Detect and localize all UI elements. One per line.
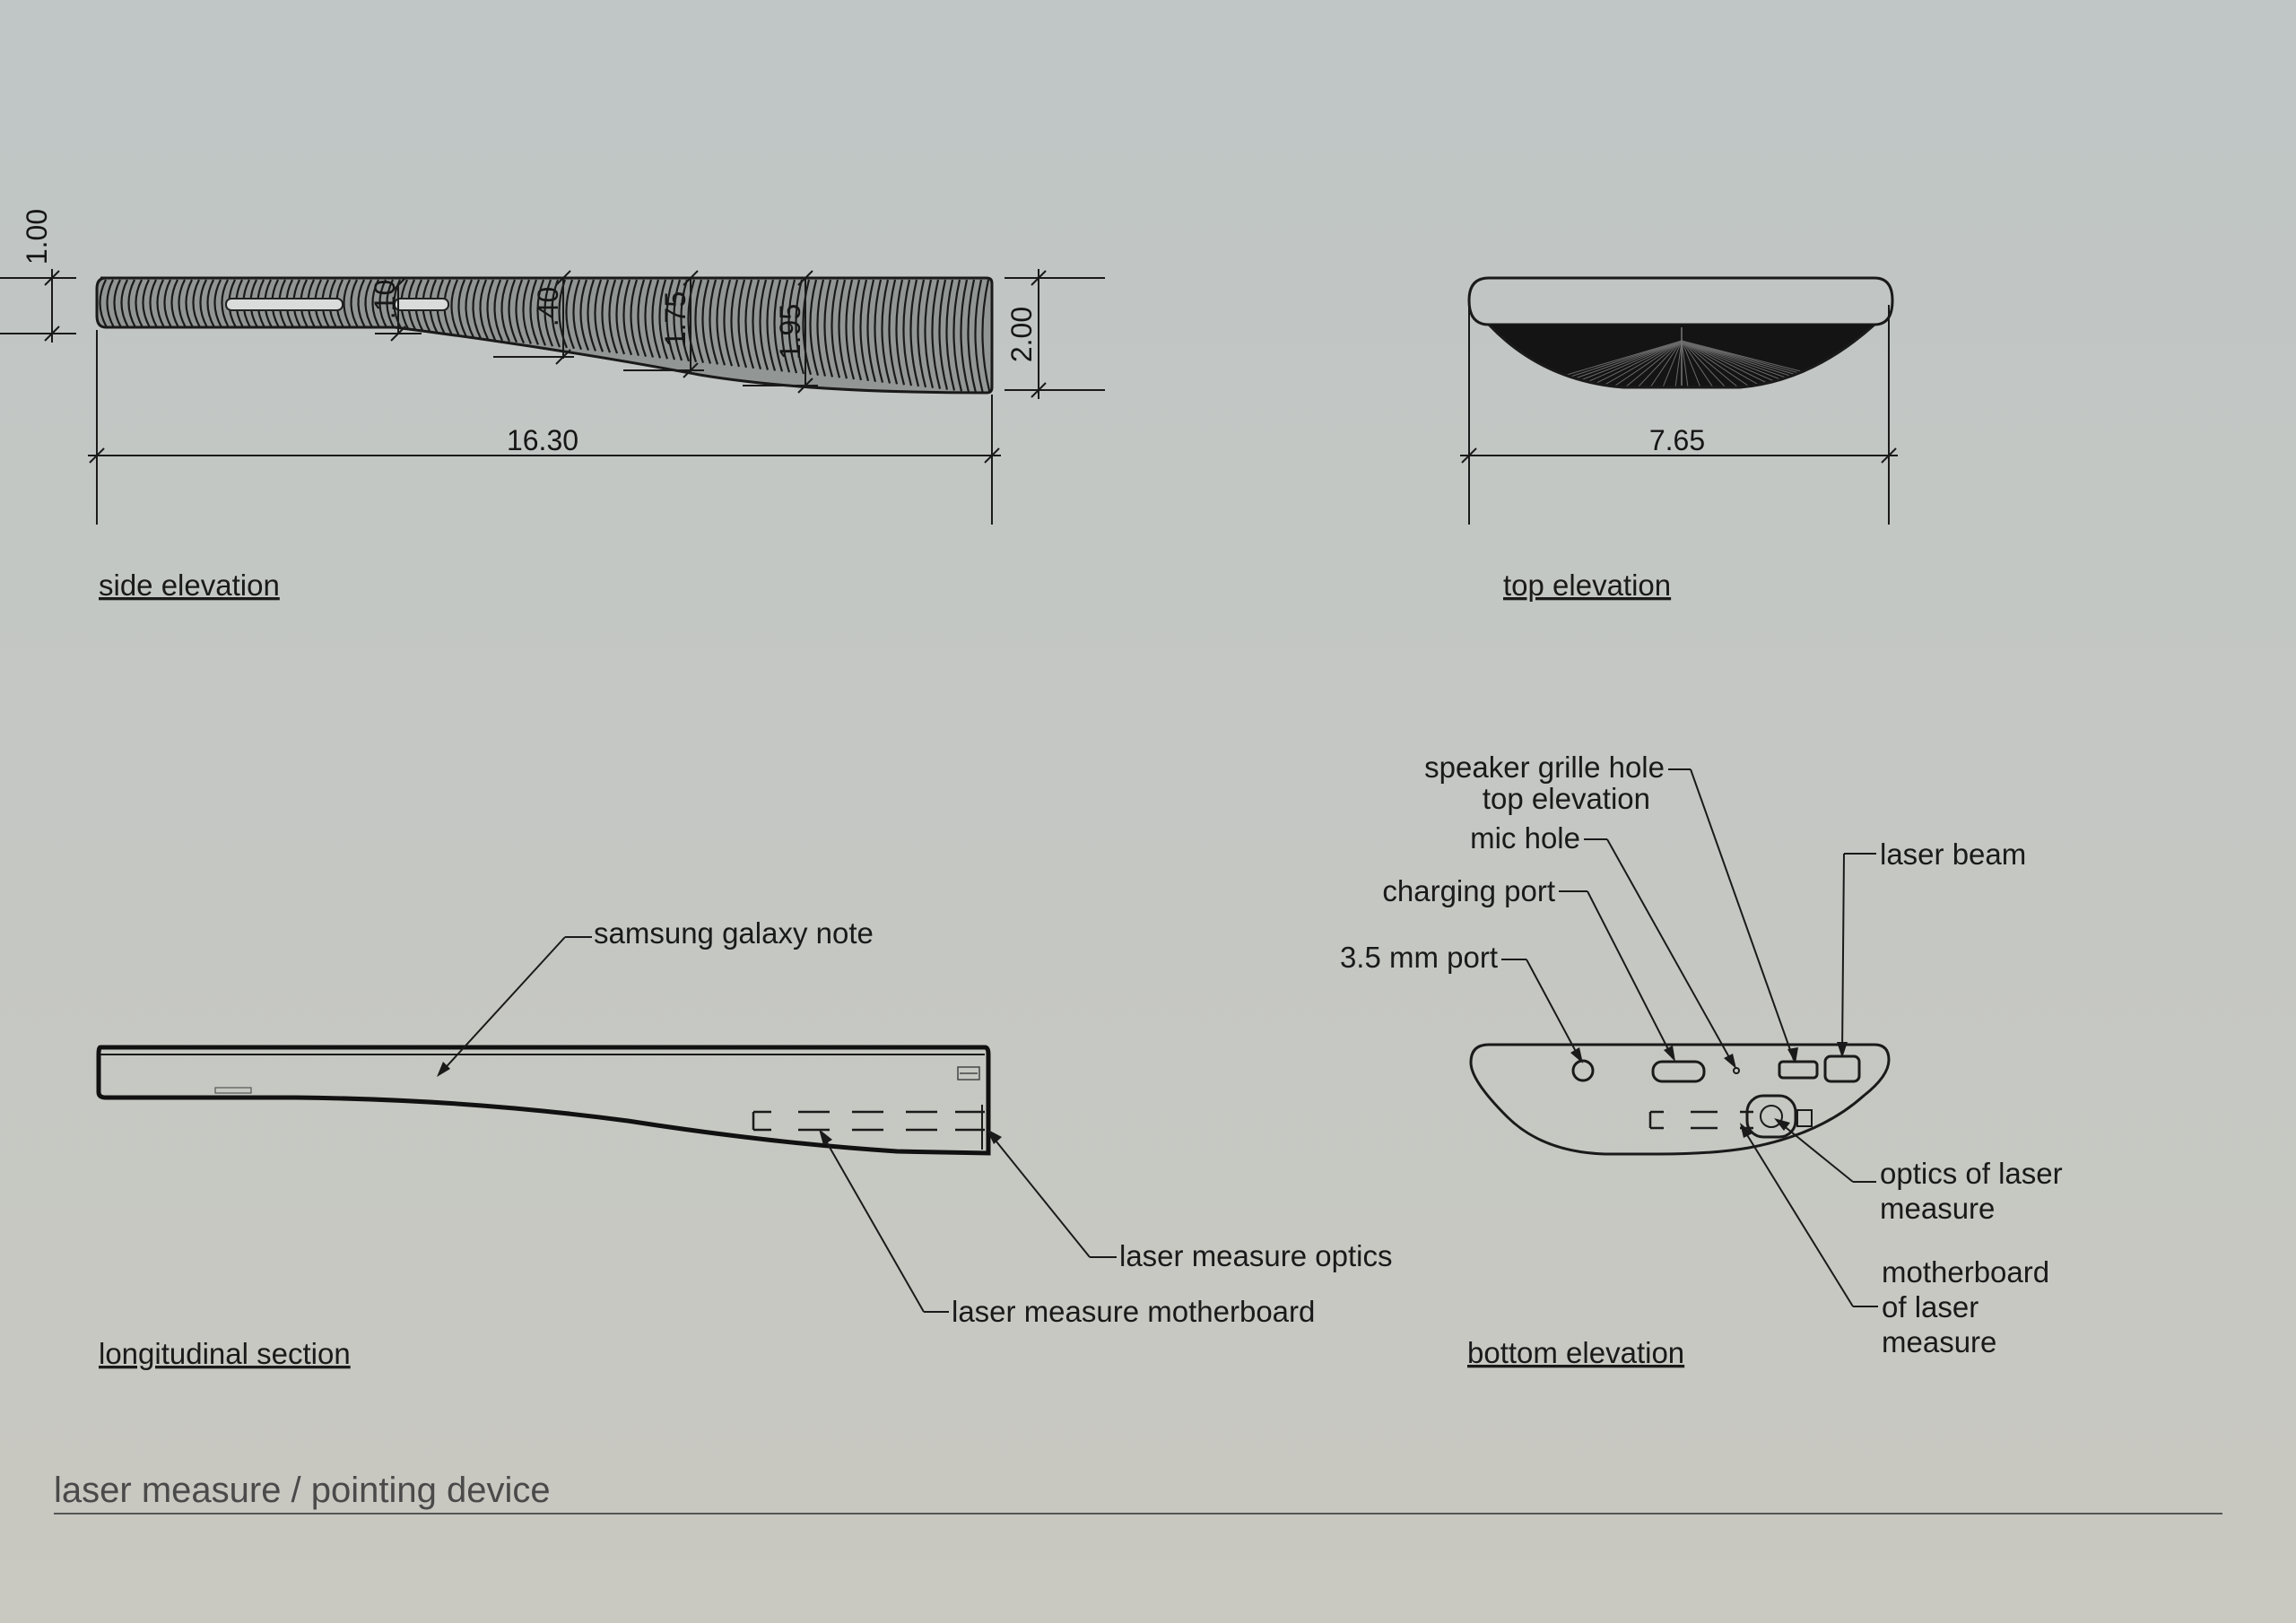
- dim-side-height: 2.00: [1005, 307, 1038, 362]
- label-speaker-1: speaker grille hole: [1424, 751, 1665, 784]
- dim-top-width: 7.65: [1649, 424, 1705, 456]
- label-laser-beam: laser beam: [1880, 838, 2026, 871]
- label-optics-1: optics of laser: [1880, 1157, 2063, 1190]
- label-mb-2: of laser: [1882, 1290, 1979, 1324]
- dim-slot-b: .40: [532, 287, 564, 326]
- top-outline: [1467, 276, 1894, 326]
- section-lower-curve: [106, 1095, 991, 1156]
- top-elevation: 7.65 top elevation: [1460, 276, 1898, 602]
- caption-top-elevation: top elevation: [1503, 568, 1671, 602]
- jack-port: [1571, 1059, 1595, 1082]
- dim-slot-d: 1.95: [774, 304, 806, 360]
- dim-side-length: 16.30: [507, 424, 578, 456]
- dim-slot-a: .10: [369, 280, 401, 319]
- label-motherboard: laser measure motherboard: [952, 1295, 1315, 1328]
- optics-module: [1745, 1094, 1797, 1139]
- charging-port: [1651, 1060, 1706, 1083]
- laser-aperture: [1823, 1055, 1861, 1083]
- mic-hole: [1733, 1067, 1740, 1074]
- drawing-title: laser measure / pointing device: [54, 1471, 551, 1510]
- section-internal-dashes: [752, 1110, 985, 1132]
- side-outline: [95, 276, 994, 395]
- bottom-elevation: speaker grille hole top elevation mic ho…: [1340, 751, 2063, 1369]
- label-charging: charging port: [1382, 874, 1555, 907]
- bottom-internal-dashes: [1648, 1110, 1753, 1130]
- phone-body: [100, 1045, 991, 1098]
- label-optics: laser measure optics: [1119, 1239, 1392, 1272]
- label-phone: samsung galaxy note: [594, 916, 874, 950]
- side-internal-dims: .10 .40 1.75 1.95: [369, 270, 818, 394]
- dim-slot-c: 1.75: [659, 291, 691, 347]
- longitudinal-section: samsung galaxy note laser measure optics…: [96, 916, 1392, 1370]
- bottom-outline: [1469, 1043, 1891, 1156]
- label-mb-1: motherboard: [1882, 1255, 2049, 1289]
- label-optics-2: measure: [1880, 1192, 1995, 1225]
- side-elevation: 1.00 .10 .40 1.75 1.95: [0, 209, 1105, 602]
- label-jack: 3.5 mm port: [1340, 941, 1498, 974]
- label-mic: mic hole: [1470, 821, 1580, 855]
- dim-top-offset: 1.00: [21, 209, 53, 265]
- label-mb-3: measure: [1882, 1325, 1996, 1358]
- speaker-grille: [1778, 1060, 1819, 1080]
- caption-bottom-elevation: bottom elevation: [1467, 1336, 1684, 1369]
- caption-side-elevation: side elevation: [99, 568, 280, 602]
- caption-longitudinal-section: longitudinal section: [99, 1337, 351, 1370]
- label-speaker-2: top elevation: [1483, 782, 1650, 815]
